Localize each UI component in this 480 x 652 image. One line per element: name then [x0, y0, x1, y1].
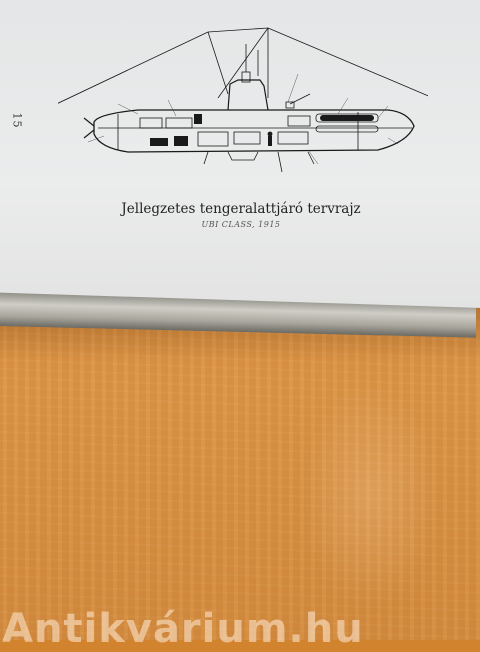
figure-caption: Jellegzetes tengeralattjáró tervrajz — [121, 201, 361, 217]
page-number: 15 — [10, 112, 24, 129]
figure-subcaption: UBI CLASS, 1915 — [201, 220, 281, 229]
watermark-text: Antikvárium.hu — [2, 606, 364, 652]
book-page: 15 — [0, 0, 480, 308]
submarine-cutaway-diagram — [58, 27, 428, 173]
table-scuff — [300, 380, 440, 610]
